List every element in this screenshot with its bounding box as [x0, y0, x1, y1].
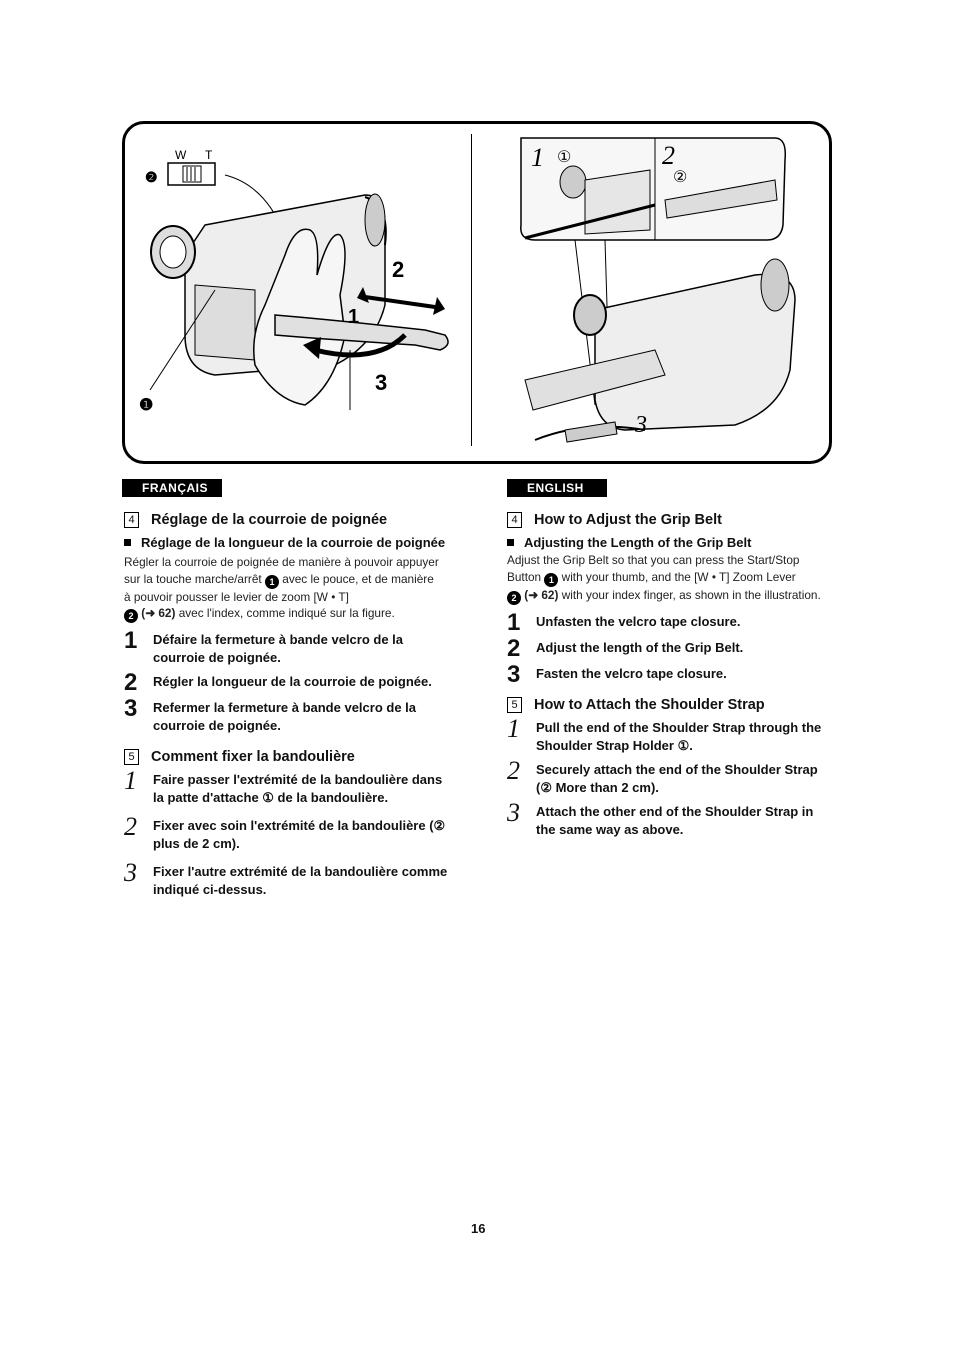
step5-fr-1: 1 Faire passer l'extrémité de la bandoul…: [124, 766, 443, 806]
callout-1: 1: [348, 306, 359, 328]
page-number: 16: [471, 1221, 486, 1236]
marker-2-icon: ❷: [145, 169, 158, 185]
start-stop-marker-icon: 1: [264, 574, 279, 589]
step-fr-2: 2 Régler la longueur de la courroie de p…: [124, 669, 432, 696]
step5-en-1: 1 Pull the end of the Shoulder Strap thr…: [507, 713, 822, 753]
inset-1-circ: ①: [557, 149, 571, 166]
section-5-title-en: 5 How to Attach the Shoulder Strap: [507, 696, 827, 713]
illustration-divider: [471, 134, 472, 446]
zoom-marker-icon: 2: [507, 590, 521, 605]
step5-en-3: 3 Attach the other end of the Shoulder S…: [507, 797, 814, 837]
step-en-1: 1 Unfasten the velcro tape closure.: [507, 608, 741, 636]
body-text-en: Adjust the Grip Belt so that you can pre…: [507, 553, 821, 605]
section-5-title-fr: 5 Comment fixer la bandoulière: [124, 749, 454, 765]
marker-1-icon: ❶: [139, 397, 153, 414]
zoom-label-t: T: [205, 148, 213, 162]
subheading-fr: Réglage de la longueur de la courroie de…: [124, 534, 454, 552]
zoom-marker-icon: 2: [124, 609, 138, 623]
inset-2-circ: ②: [673, 169, 687, 186]
zoom-label-w: W: [175, 148, 187, 162]
illustration-frame: [122, 121, 832, 464]
french-column: 4 Réglage de la courroie de poignée Régl…: [124, 512, 454, 899]
callout-2: 2: [392, 257, 404, 282]
grip-belt-illustration: ❷ W T 2 1 3 ❶: [135, 135, 465, 450]
inset-2-label: 2: [662, 141, 675, 170]
body-text-fr: Régler la courroie de poignée de manière…: [124, 555, 439, 623]
step-en-3: 3 Fasten the velcro tape closure.: [507, 660, 727, 688]
step-fr-1: 1 Défaire la fermeture à bande velcro de…: [124, 627, 403, 666]
step-en-2: 2 Adjust the length of the Grip Belt.: [507, 634, 744, 662]
step5-fr-2: 2 Fixer avec soin l'extrémité de la band…: [124, 812, 446, 852]
step5-fr-3: 3 Fixer l'autre extrémité de la bandouli…: [124, 858, 448, 898]
callout-3-right: 3: [634, 412, 647, 438]
english-column: 4 How to Adjust the Grip Belt Adjusting …: [507, 512, 827, 839]
subheading-en: Adjusting the Length of the Grip Belt: [507, 534, 827, 552]
lang-label-english: ENGLISH: [507, 479, 607, 497]
step5-en-2: 2 Securely attach the end of the Shoulde…: [507, 755, 818, 795]
section-4-title-fr: 4 Réglage de la courroie de poignée: [124, 512, 454, 528]
callout-3: 3: [375, 370, 387, 395]
section-4-title-en: 4 How to Adjust the Grip Belt: [507, 512, 827, 528]
shoulder-strap-illustration: 1 ① 2 ② 3: [505, 130, 805, 460]
inset-1-label: 1: [531, 143, 544, 172]
lang-label-francais: FRANÇAIS: [122, 479, 222, 497]
step-fr-3: 3 Refermer la fermeture à bande velcro d…: [124, 695, 417, 734]
start-stop-marker-icon: 1: [544, 572, 559, 587]
